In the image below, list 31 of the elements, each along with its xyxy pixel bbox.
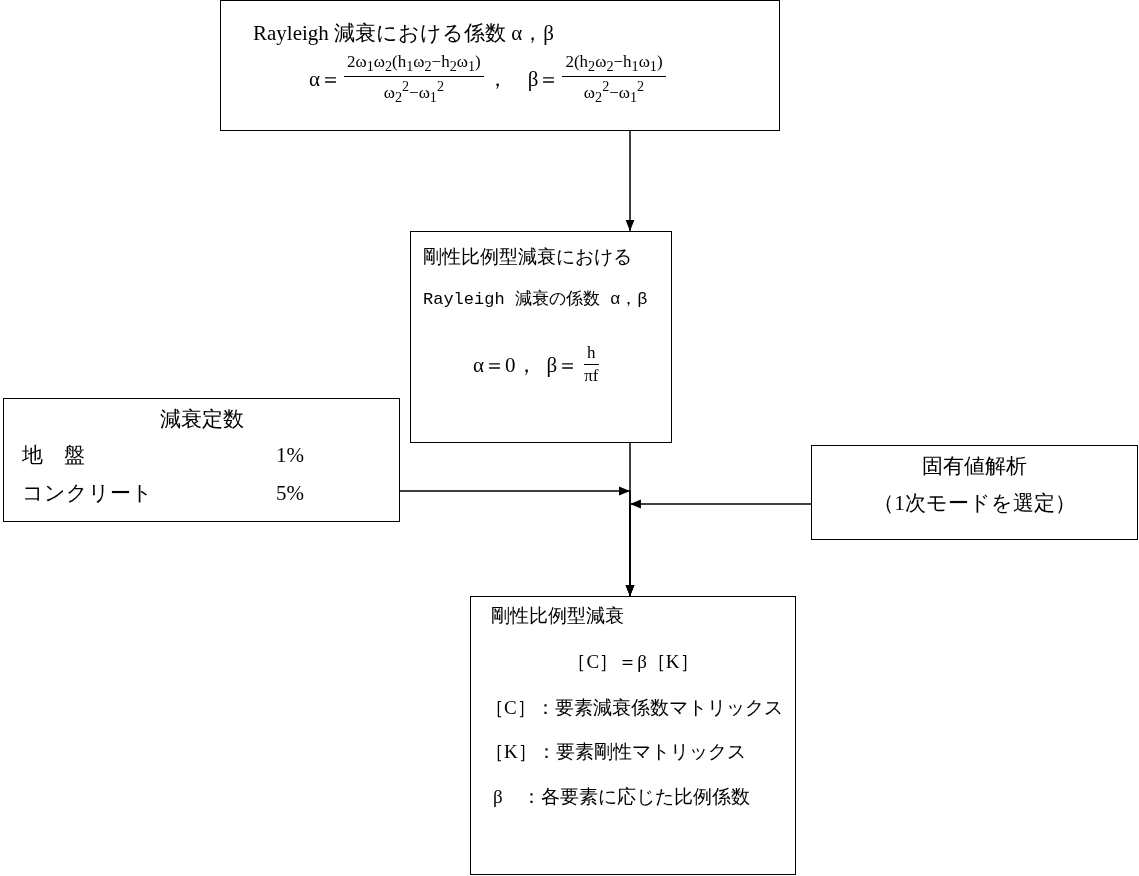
box-text: ［K］：要素剛性マトリックス	[485, 741, 746, 764]
box-text: 剛性比例型減衰	[491, 605, 624, 628]
formula-text: β＝	[546, 351, 579, 379]
fraction-numerator: 2(h$_{2}$ω$_{2}$−h$_{1}$ω$_{1}$)	[562, 51, 666, 77]
box-text: 固有値解析	[921, 454, 1028, 480]
process-box	[220, 0, 780, 131]
box-text: ［C］：要素減衰係数マトリックス	[485, 697, 783, 720]
box-text: コンクリート	[22, 481, 153, 507]
process-box	[410, 231, 672, 443]
box-text: 5%	[276, 481, 304, 507]
formula-text: α＝	[309, 65, 341, 93]
arrow	[625, 499, 812, 597]
process-box	[3, 398, 400, 522]
process-box	[470, 596, 796, 875]
box-text: Rayleigh 減衰における係数 α，β	[253, 21, 554, 47]
process-box	[811, 445, 1138, 540]
fraction-numerator: 2ω$_{1}$ω$_{2}$(h$_{1}$ω$_{2}$−h$_{2}$ω$_{1}$)	[344, 51, 484, 77]
arrow	[625, 130, 635, 232]
formula-text: ，	[486, 65, 508, 93]
fraction-numerator: h	[584, 342, 599, 366]
box-text: ［C］＝β［K］	[566, 651, 700, 674]
formula-text: β＝	[527, 65, 560, 93]
box-text: 地 盤	[22, 443, 85, 469]
box-text: （1次モードを選定）	[872, 491, 1077, 517]
box-text: 1%	[276, 443, 304, 469]
fraction-denominator: πf	[583, 365, 600, 388]
box-text: 減衰定数	[158, 407, 245, 433]
box-text: 剛性比例型減衰における	[423, 246, 632, 269]
formula-text: α＝0，	[473, 351, 537, 379]
box-text: Rayleigh 減衰の係数 α，β	[423, 290, 648, 311]
box-text: β ：各要素に応じた比例係数	[493, 786, 750, 809]
